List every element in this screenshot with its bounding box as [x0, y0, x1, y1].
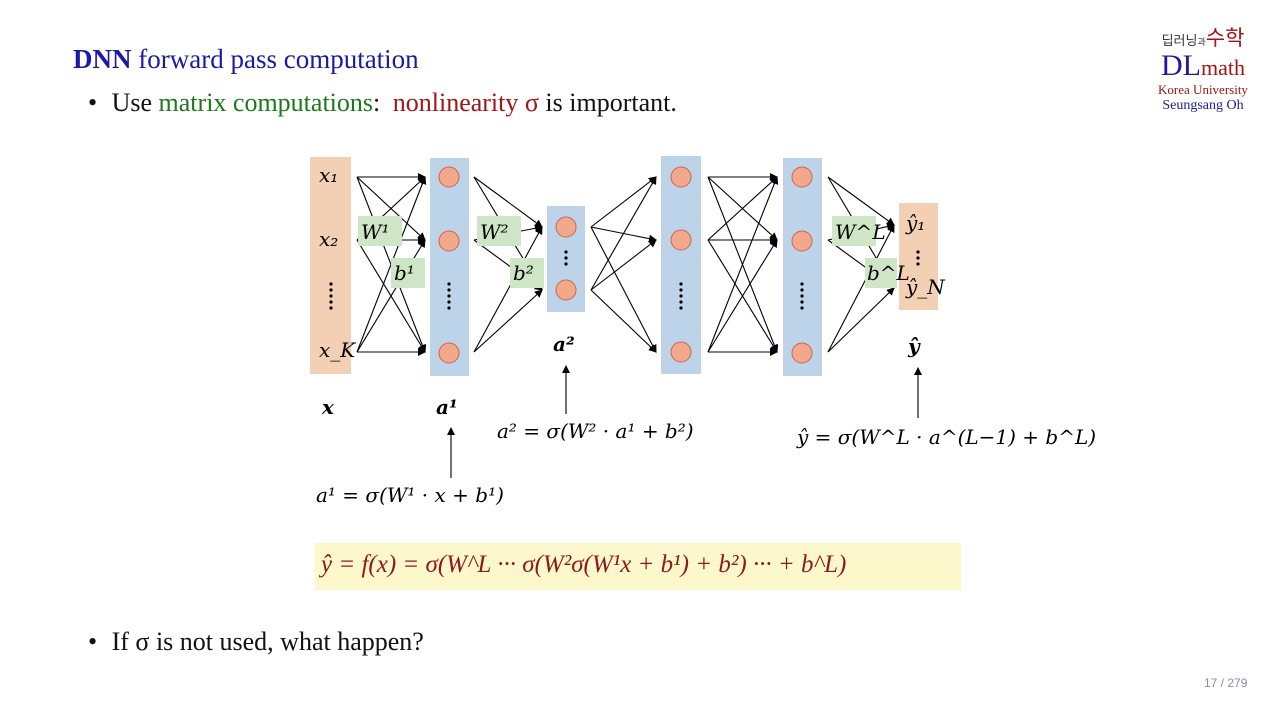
logo: 딥러닝과수학 DLmath Korea University Seungsang… [1148, 22, 1258, 114]
title-text: forward pass computation [138, 44, 419, 74]
hidden-layer-4-box [783, 158, 822, 376]
weight-WL: W^L [835, 220, 886, 244]
layer-label-a2: a² [553, 332, 575, 356]
page-number: 17 / 279 [1204, 676, 1248, 690]
input-xK: x_K [319, 338, 356, 362]
weight-box-1 [358, 216, 402, 246]
hidden-layer-1-box [430, 158, 469, 376]
bias-b2: b² [513, 261, 534, 285]
bullet-dot: • [88, 88, 98, 117]
slide-title: DNN forward pass computation [73, 44, 419, 75]
bullet-1-matrix: matrix computations [158, 88, 374, 117]
ellipsis-dots [329, 250, 920, 310]
equation-a2: a² = σ(W² · a¹ + b²) [497, 419, 694, 443]
weight-W1: W¹ [361, 220, 390, 244]
input-vector-label: x [321, 395, 335, 419]
weight-box-2 [477, 216, 521, 246]
output-vector-label: ŷ [907, 334, 921, 358]
weight-W2: W² [480, 220, 509, 244]
bullet-dot: • [88, 627, 98, 656]
logo-university: Korea University [1158, 82, 1248, 97]
output-yN: ŷ_N [905, 275, 946, 299]
bullet-1-suffix: is important. [545, 88, 677, 117]
weight-box-L [832, 216, 876, 246]
layer-label-a1: a¹ [436, 395, 458, 419]
input-x1: x₁ [319, 163, 338, 187]
formula-box: ŷ = f(x) = σ(W^L ··· σ(W²σ(W¹x + b¹) + b… [315, 543, 961, 590]
input-layer-box [310, 157, 351, 374]
bias-b1: b¹ [394, 261, 415, 285]
hidden-layer-3-box [661, 156, 701, 374]
logo-author: Seungsang Oh [1162, 98, 1244, 113]
logo-dlmath: DLmath [1161, 49, 1245, 82]
bias-box-2 [510, 258, 544, 288]
equation-a1: a¹ = σ(W¹ · x + b¹) [316, 483, 504, 507]
title-dnn: DNN [73, 44, 132, 74]
bullet-1-nonlinearity: nonlinearity σ [392, 88, 539, 117]
logo-korean: 딥러닝과수학 [1161, 26, 1245, 50]
neurons [438, 166, 813, 364]
bias-box-1 [391, 258, 425, 288]
bias-box-L [865, 258, 897, 288]
bullet-1-prefix: Use [111, 88, 153, 117]
bullet-1: • Use matrix computations: nonlinearity … [88, 88, 677, 118]
equation-y: ŷ = σ(W^L · a^(L−1) + b^L) [796, 425, 1096, 449]
bias-bL: b^L [867, 261, 910, 285]
bullet-2-text: If σ is not used, what happen? [111, 627, 424, 656]
full-formula: ŷ = f(x) = σ(W^L ··· σ(W²σ(W¹x + b¹) + b… [321, 551, 847, 578]
bullet-2: • If σ is not used, what happen? [88, 627, 424, 657]
bullet-1-colon: : [373, 88, 381, 117]
input-x2: x₂ [319, 227, 338, 251]
output-y1: ŷ₁ [905, 211, 925, 235]
